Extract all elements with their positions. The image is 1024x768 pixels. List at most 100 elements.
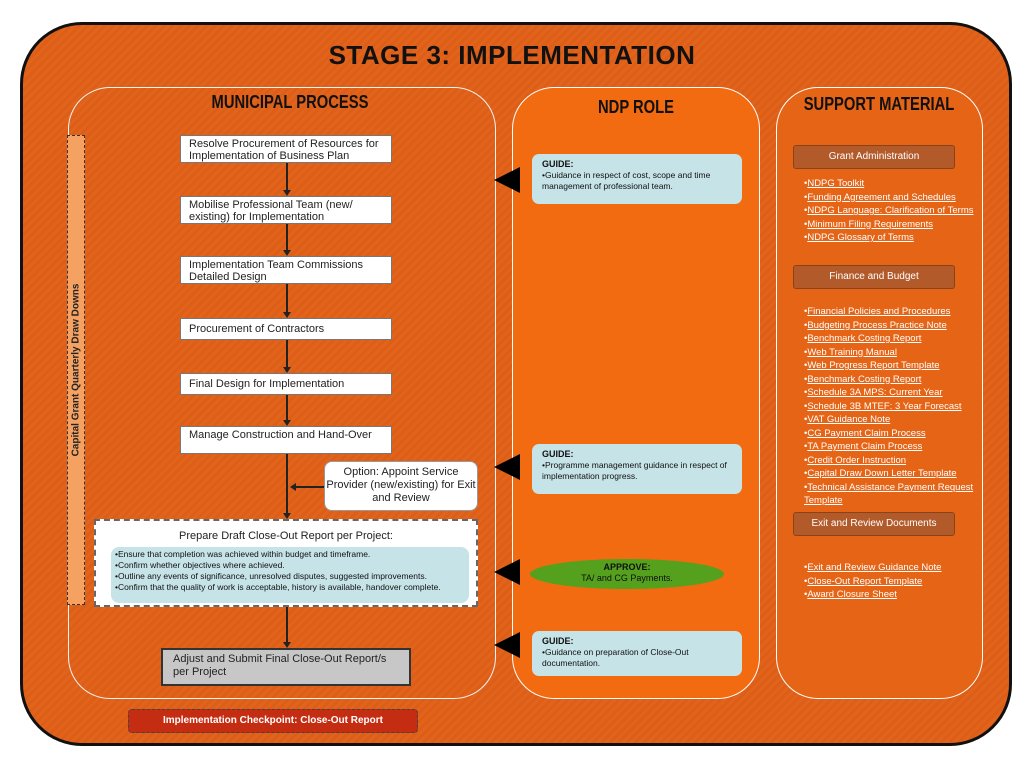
support-link[interactable]: Schedule 3A MPS: Current Year (807, 387, 943, 398)
exit-review-links: •Exit and Review Guidance Note •Close-Ou… (804, 561, 976, 602)
support-link-item: •Capital Draw Down Letter Template (804, 468, 957, 479)
process-step-3: Implementation Team Commissions Detailed… (180, 256, 392, 284)
closeout-bullet: •Confirm whether objectives where achiev… (115, 560, 285, 570)
support-material-panel (776, 87, 983, 699)
grant-administration-header: Grant Administration (793, 145, 955, 169)
flow-arrowhead (283, 312, 291, 318)
support-link[interactable]: Web Progress Report Template (807, 360, 940, 371)
pointer-triangle (494, 559, 520, 585)
guide-text: •Guidance on preparation of Close-Out do… (542, 647, 689, 668)
support-link-item: •Financial Policies and Procedures (804, 306, 951, 317)
guide-text: •Programme management guidance in respec… (542, 460, 727, 481)
support-link[interactable]: Financial Policies and Procedures (807, 306, 951, 317)
support-link-item: •Award Closure Sheet (804, 589, 897, 600)
process-step-2: Mobilise Professional Team (new/ existin… (180, 196, 392, 224)
support-link-item: •Close-Out Report Template (804, 575, 923, 587)
support-link[interactable]: NDPG Toolkit (807, 178, 865, 189)
support-link-item: •VAT Guidance Note (804, 414, 891, 425)
grant-administration-links: •NDPG Toolkit •Funding Agreement and Sch… (804, 177, 976, 245)
flow-connector (286, 224, 288, 250)
flow-connector (286, 607, 288, 642)
support-link[interactable]: Benchmark Costing Report (807, 373, 922, 385)
support-link-item: •Schedule 3A MPS: Current Year (804, 387, 943, 398)
support-link-item: •Web Progress Report Template (804, 360, 940, 371)
guide-label: GUIDE: (542, 636, 574, 646)
guide-label: GUIDE: (542, 449, 574, 459)
flow-arrowhead (283, 642, 291, 648)
option-arrowhead (290, 483, 296, 491)
process-step-5: Final Design for Implementation (180, 373, 392, 395)
flow-connector (286, 163, 288, 190)
support-link[interactable]: CG Payment Claim Process (807, 427, 926, 439)
support-link[interactable]: Schedule 3B MTEF: 3 Year Forecast (807, 400, 962, 412)
final-closeout-step: Adjust and Submit Final Close-Out Report… (161, 648, 411, 686)
flow-connector (286, 454, 288, 513)
support-link[interactable]: Technical Assistance Payment Request Tem… (804, 481, 974, 507)
municipal-process-heading: MUNICIPAL PROCESS (211, 92, 369, 112)
support-link[interactable]: Web Training Manual (807, 346, 897, 358)
flow-arrowhead (283, 190, 291, 196)
closeout-box: Prepare Draft Close-Out Report per Proje… (94, 519, 478, 607)
ndp-guide-1: GUIDE: •Guidance in respect of cost, sco… (532, 154, 742, 204)
support-link-item: •NDPG Language: Clarification of Terms (804, 205, 974, 216)
approve-label: APPROVE: (603, 562, 651, 572)
flow-connector (286, 395, 288, 420)
support-link[interactable]: Funding Agreement and Schedules (807, 191, 956, 203)
finance-budget-header: Finance and Budget (793, 265, 955, 289)
option-connector (296, 486, 324, 488)
support-link-item: •NDPG Glossary of Terms (804, 232, 914, 243)
support-link[interactable]: TA Payment Claim Process (807, 441, 923, 452)
support-link-item: •Benchmark Costing Report (804, 373, 922, 385)
support-link-item: •NDPG Toolkit (804, 178, 865, 189)
closeout-bullet-list: •Ensure that completion was achieved wit… (111, 547, 469, 603)
support-link[interactable]: Benchmark Costing Report (807, 333, 922, 344)
implementation-checkpoint: Implementation Checkpoint: Close-Out Rep… (128, 709, 418, 733)
support-material-heading: SUPPORT MATERIAL (803, 94, 955, 114)
support-link[interactable]: Credit Order Instruction (807, 454, 907, 466)
support-link-item: •Web Training Manual (804, 346, 897, 358)
guide-label: GUIDE: (542, 159, 574, 169)
finance-budget-links: •Financial Policies and Procedures •Budg… (804, 305, 976, 508)
process-step-4: Procurement of Contractors (180, 318, 392, 340)
option-box: Option: Appoint Service Provider (new/ex… (324, 461, 478, 511)
capital-grant-label: Capital Grant Quarterly Draw Downs (70, 283, 82, 457)
support-link-item: •Schedule 3B MTEF: 3 Year Forecast (804, 400, 962, 412)
support-link-item: •CG Payment Claim Process (804, 427, 926, 439)
flow-arrowhead (283, 513, 291, 519)
support-link-item: •Budgeting Process Practice Note (804, 319, 947, 331)
support-link[interactable]: Close-Out Report Template (807, 575, 923, 587)
pointer-triangle (494, 167, 520, 193)
support-link-item: •TA Payment Claim Process (804, 441, 923, 452)
closeout-title: Prepare Draft Close-Out Report per Proje… (179, 530, 393, 542)
pointer-triangle (494, 632, 520, 658)
flow-arrowhead (283, 250, 291, 256)
support-link-item: •Exit and Review Guidance Note (804, 562, 942, 573)
closeout-bullet: •Ensure that completion was achieved wit… (115, 549, 371, 559)
support-link[interactable]: VAT Guidance Note (807, 414, 891, 425)
support-link-item: •Technical Assistance Payment Request Te… (804, 481, 974, 507)
ndp-guide-2: GUIDE: •Programme management guidance in… (532, 444, 742, 494)
flow-arrowhead (283, 420, 291, 426)
process-step-1: Resolve Procurement of Resources for Imp… (180, 135, 392, 163)
ndp-approve-badge: APPROVE: TA/ and CG Payments. (530, 559, 724, 589)
page-title: STAGE 3: IMPLEMENTATION (328, 40, 696, 70)
support-link-item: •Benchmark Costing Report (804, 333, 922, 344)
support-link[interactable]: Minimum Filing Requirements (807, 218, 933, 230)
support-link[interactable]: Exit and Review Guidance Note (807, 562, 942, 573)
closeout-bullet: •Confirm that the quality of work is acc… (115, 582, 441, 592)
support-link[interactable]: Award Closure Sheet (807, 589, 897, 600)
flow-connector (286, 284, 288, 312)
approve-text: TA/ and CG Payments. (581, 573, 673, 583)
support-link[interactable]: NDPG Glossary of Terms (807, 232, 914, 243)
ndp-role-heading: NDP ROLE (597, 97, 675, 117)
support-link[interactable]: NDPG Language: Clarification of Terms (807, 205, 974, 216)
capital-grant-sidebar: Capital Grant Quarterly Draw Downs (67, 135, 85, 605)
process-step-6: Manage Construction and Hand-Over (180, 426, 392, 454)
support-link[interactable]: Capital Draw Down Letter Template (807, 468, 957, 479)
guide-text: •Guidance in respect of cost, scope and … (542, 170, 711, 191)
ndp-guide-3: GUIDE: •Guidance on preparation of Close… (532, 631, 742, 676)
support-link[interactable]: Budgeting Process Practice Note (807, 319, 947, 331)
support-link-item: •Minimum Filing Requirements (804, 218, 933, 230)
flow-connector (286, 340, 288, 367)
closeout-bullet: •Outline any events of significance, unr… (115, 571, 427, 581)
